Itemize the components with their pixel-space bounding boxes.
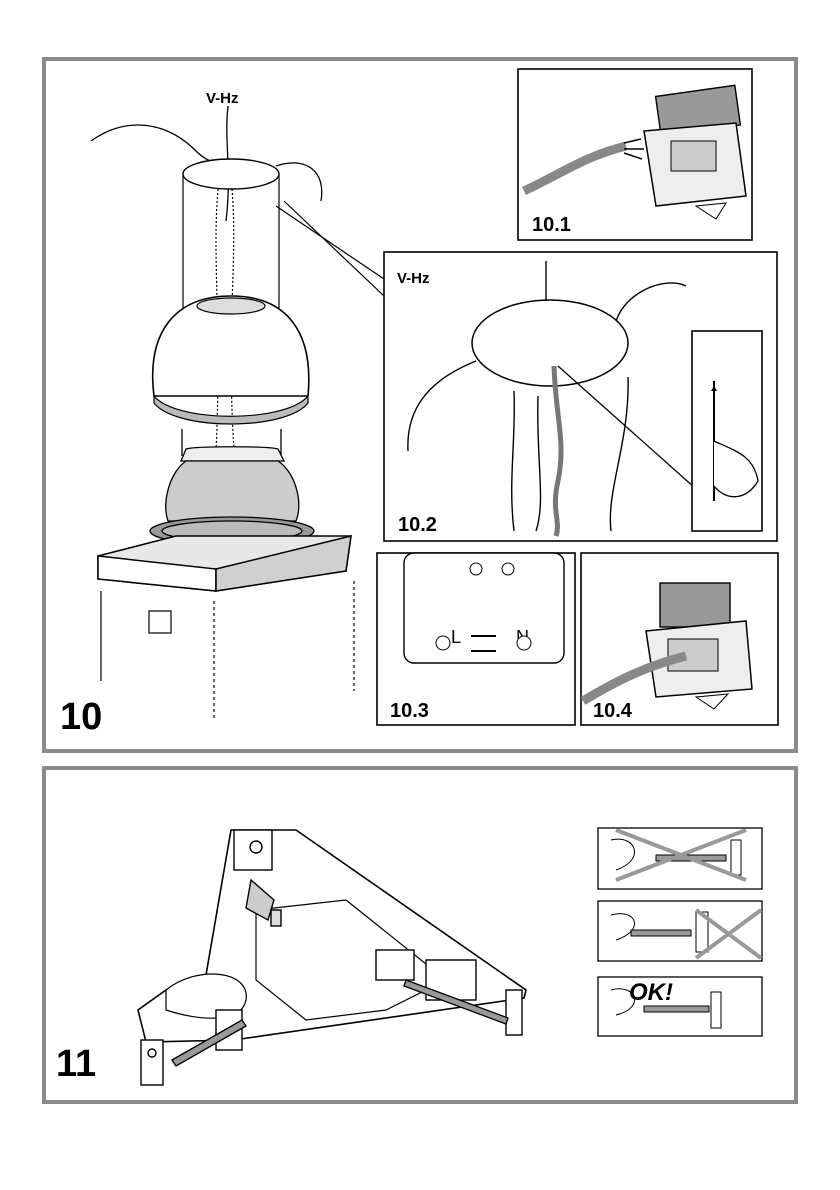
chimney-box: [101, 581, 354, 721]
panel-10-3: L N 10.3: [377, 553, 575, 725]
panel-10-2: V-Hz 10.2: [384, 252, 777, 541]
callout-lines: [276, 201, 384, 296]
inset-incorrect-1: [598, 828, 762, 889]
figure-10-drawing: 10 V-Hz 10.1 V-Hz: [46, 61, 794, 749]
dome-cover: [153, 296, 309, 424]
ceiling-hole: [183, 159, 279, 189]
supply-label: V-Hz: [206, 90, 239, 107]
figure-number: 11: [56, 1043, 96, 1085]
panel-10-2-supply-label: V-Hz: [397, 270, 430, 287]
panel-10-4-label: 10.4: [593, 700, 633, 722]
panel-10-2-label: 10.2: [398, 514, 437, 536]
motor-body: [150, 429, 314, 545]
figure-10-frame: 10 V-Hz 10.1 V-Hz: [42, 57, 798, 753]
panel-10-1: 10.1: [518, 69, 752, 240]
terminal-l-label: L: [451, 627, 461, 647]
figure-number: 10: [60, 696, 102, 738]
inset-correct: OK!: [598, 977, 762, 1036]
panel-10-1-label: 10.1: [532, 214, 571, 236]
ceiling-plate: [98, 536, 351, 591]
panel-10-3-label: 10.3: [390, 700, 429, 722]
figure-11-drawing: 11 OK!: [46, 770, 794, 1100]
panel-10-4: 10.4: [581, 553, 778, 725]
inset-incorrect-2: [598, 901, 762, 961]
ok-label: OK!: [629, 979, 673, 1006]
figure-11-frame: 11 OK!: [42, 766, 798, 1104]
